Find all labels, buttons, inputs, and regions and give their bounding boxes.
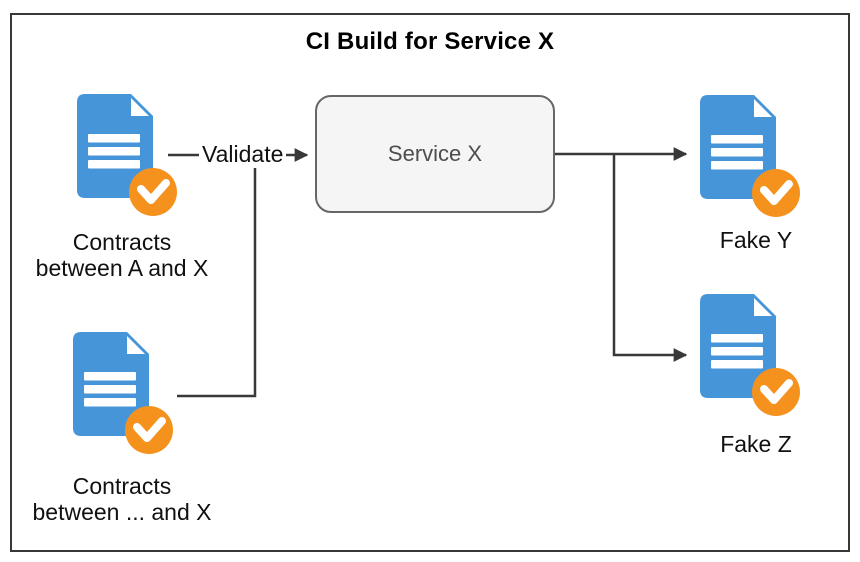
node-fake-y: [700, 95, 802, 219]
label-line: between ... and X: [32, 499, 212, 525]
label-line: Contracts: [72, 473, 172, 499]
node-fake-z: [700, 294, 802, 418]
node-label-contracts-dots: Contracts between ... and X: [2, 473, 242, 525]
service-x-label: Service X: [387, 141, 483, 166]
document-check-icon: [700, 294, 800, 416]
document-check-icon: [77, 94, 177, 216]
edge-label-validate: Validate: [199, 141, 287, 168]
node-contracts-dots: [73, 332, 175, 456]
edge-contracts-dots-merge: [177, 156, 257, 398]
document-check-icon: [700, 95, 800, 217]
node-label-contracts-ax: Contracts between A and X: [2, 229, 242, 281]
diagram-title: CI Build for Service X: [305, 28, 555, 55]
edge-service-to-fake-z: [612, 154, 688, 362]
node-label-fake-y: Fake Y: [719, 227, 793, 253]
label-line: Contracts: [72, 229, 172, 255]
node-contracts-ax: [77, 94, 179, 218]
node-label-fake-z: Fake Z: [720, 431, 792, 457]
document-check-icon: [73, 332, 173, 454]
node-service-x: Service X: [315, 95, 555, 213]
label-line: between A and X: [35, 255, 209, 281]
